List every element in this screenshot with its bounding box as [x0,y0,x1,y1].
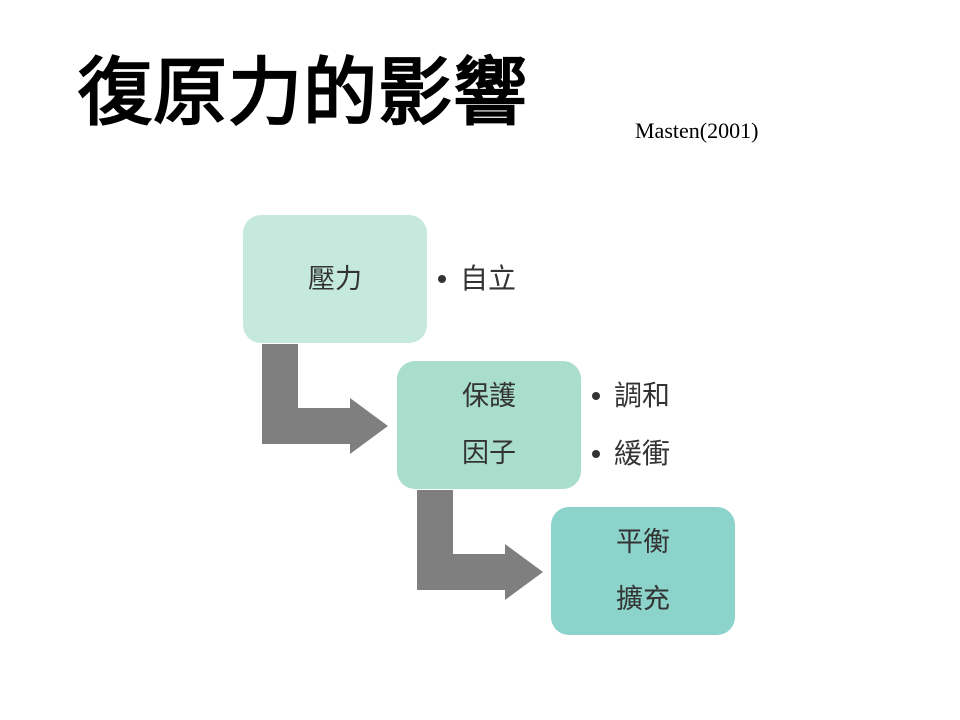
bent-arrow-icon [262,344,388,454]
bullet-item: 緩衝 [592,440,670,468]
slide-title: 復原力的影響 [78,50,528,136]
bullet-dot-icon [592,450,600,458]
step-box-stress: 壓力 [243,215,427,343]
arrow-shape [417,490,543,600]
step-bullets-protective-factors: 調和 緩衝 [592,382,670,468]
bullet-text: 自立 [460,262,517,295]
step-box-label: 平衡 [616,527,670,558]
step-box-balance-expansion: 平衡 擴充 [551,507,735,635]
bullet-text: 緩衝 [614,437,671,470]
step-bullets-stress: 自立 [438,265,516,293]
citation: Masten(2001) [635,118,759,143]
bullet-dot-icon [438,275,446,283]
bullet-item: 自立 [438,265,516,293]
bent-arrow-icon [417,490,543,600]
bullet-dot-icon [592,392,600,400]
step-box-label: 擴充 [616,584,670,615]
step-box-label: 壓力 [308,263,362,295]
bullet-text: 調和 [614,379,671,412]
bullet-item: 調和 [592,382,670,410]
step-box-label: 因子 [462,438,516,469]
arrow-shape [262,344,388,454]
step-box-label: 保護 [462,381,516,412]
step-box-protective-factors: 保護 因子 [397,361,581,489]
